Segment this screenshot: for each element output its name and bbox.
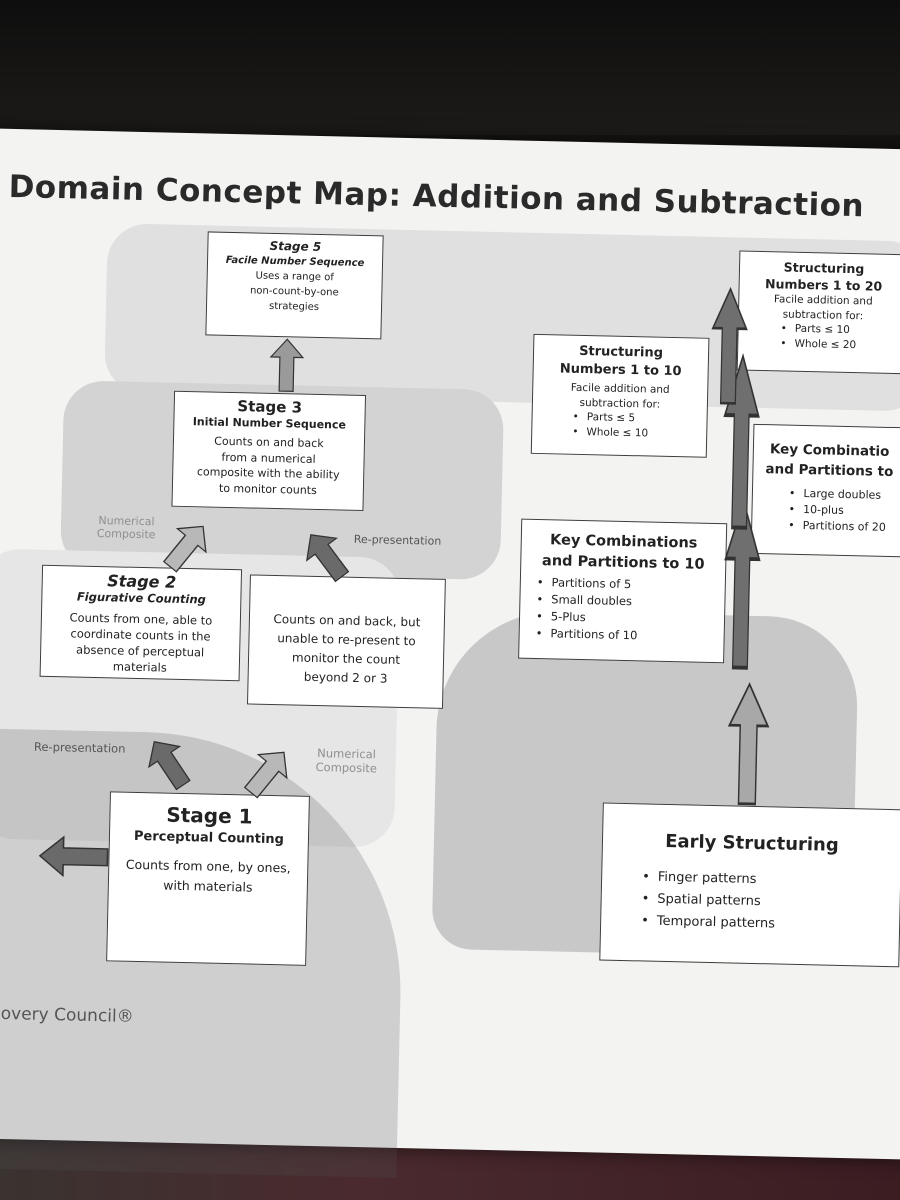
up-arrow — [726, 682, 771, 806]
diagonal-arrow-light — [236, 739, 299, 805]
handout-sheet: Domain Concept Map: Addition and Subtrac… — [0, 128, 900, 1178]
diagonal-arrow-dark — [295, 523, 358, 589]
up-arrow — [269, 338, 304, 393]
left-arrow — [38, 835, 109, 878]
background-top — [0, 0, 900, 135]
arrows-layer — [38, 287, 771, 878]
diagonal-arrow-dark — [138, 730, 200, 796]
diagonal-arrow-light — [155, 514, 218, 579]
